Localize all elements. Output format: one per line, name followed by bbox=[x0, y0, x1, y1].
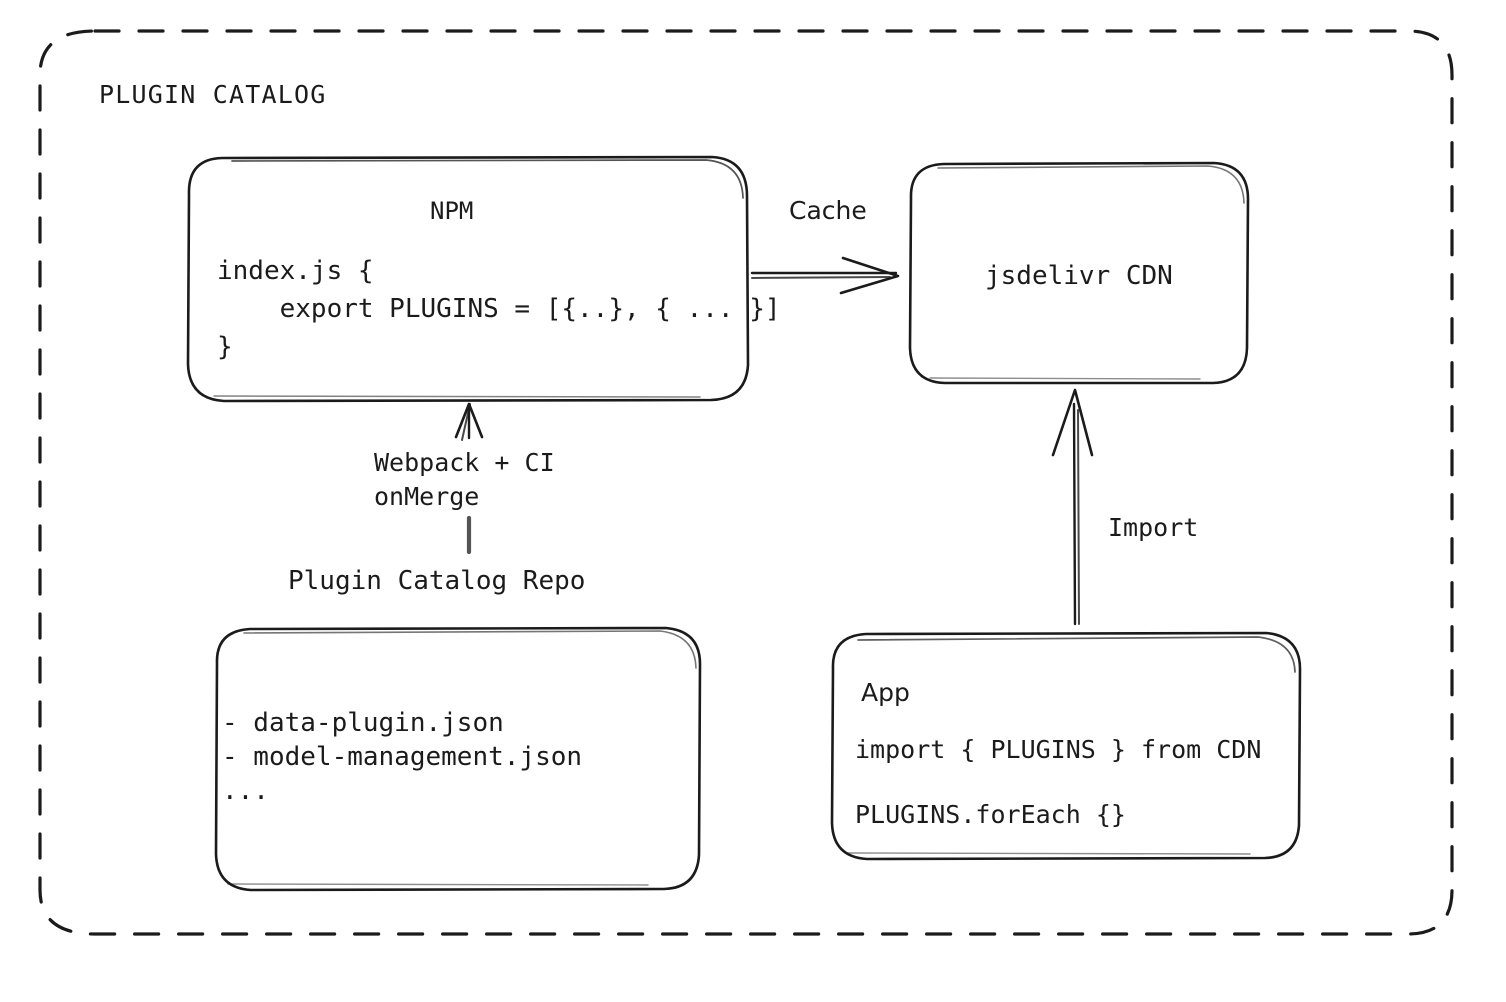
npm-code-line-1: index.js { bbox=[217, 256, 374, 286]
page-title: PLUGIN CATALOG bbox=[99, 80, 327, 109]
list-item: - data-plugin.json bbox=[222, 708, 504, 738]
npm-node-title: NPM bbox=[430, 197, 474, 225]
app-node-title: App bbox=[861, 678, 910, 707]
arrow-app-to-cdn-shaft2 bbox=[1077, 409, 1080, 625]
arrow-repo-to-npm-head2 bbox=[461, 403, 471, 441]
npm-code-line-2: export PLUGINS = [{..}, { ... }] bbox=[217, 294, 781, 324]
edge-label-cache: Cache bbox=[789, 196, 867, 225]
edge-label-webpack-ci-line-2: onMerge bbox=[374, 482, 480, 511]
arrow-npm-to-cdn-head bbox=[839, 256, 900, 295]
repo-file-list: - data-plugin.json - model-management.jso… bbox=[222, 706, 582, 808]
npm-code-line-3: } bbox=[217, 332, 233, 362]
edge-label-webpack-ci: Webpack + CI onMerge bbox=[374, 446, 555, 514]
list-item: - model-management.json bbox=[222, 742, 583, 772]
repo-node-label: Plugin Catalog Repo bbox=[288, 566, 586, 596]
arrow-repo-to-npm-head bbox=[454, 402, 484, 439]
list-item: ... bbox=[222, 776, 269, 806]
arrow-app-to-cdn-head bbox=[1051, 388, 1094, 457]
npm-code-block: index.js { export PLUGINS = [{..}, { ...… bbox=[217, 252, 781, 366]
edge-label-import: Import bbox=[1108, 513, 1199, 542]
edge-label-webpack-ci-line-1: Webpack + CI bbox=[374, 448, 555, 477]
app-code-line-1: import { PLUGINS } from CDN bbox=[855, 735, 1262, 764]
arrow-app-to-cdn-shaft bbox=[1072, 402, 1077, 626]
app-code-line-2: PLUGINS.forEach {} bbox=[855, 800, 1126, 829]
jsdelivr-cdn-title: jsdelivr CDN bbox=[985, 261, 1173, 291]
